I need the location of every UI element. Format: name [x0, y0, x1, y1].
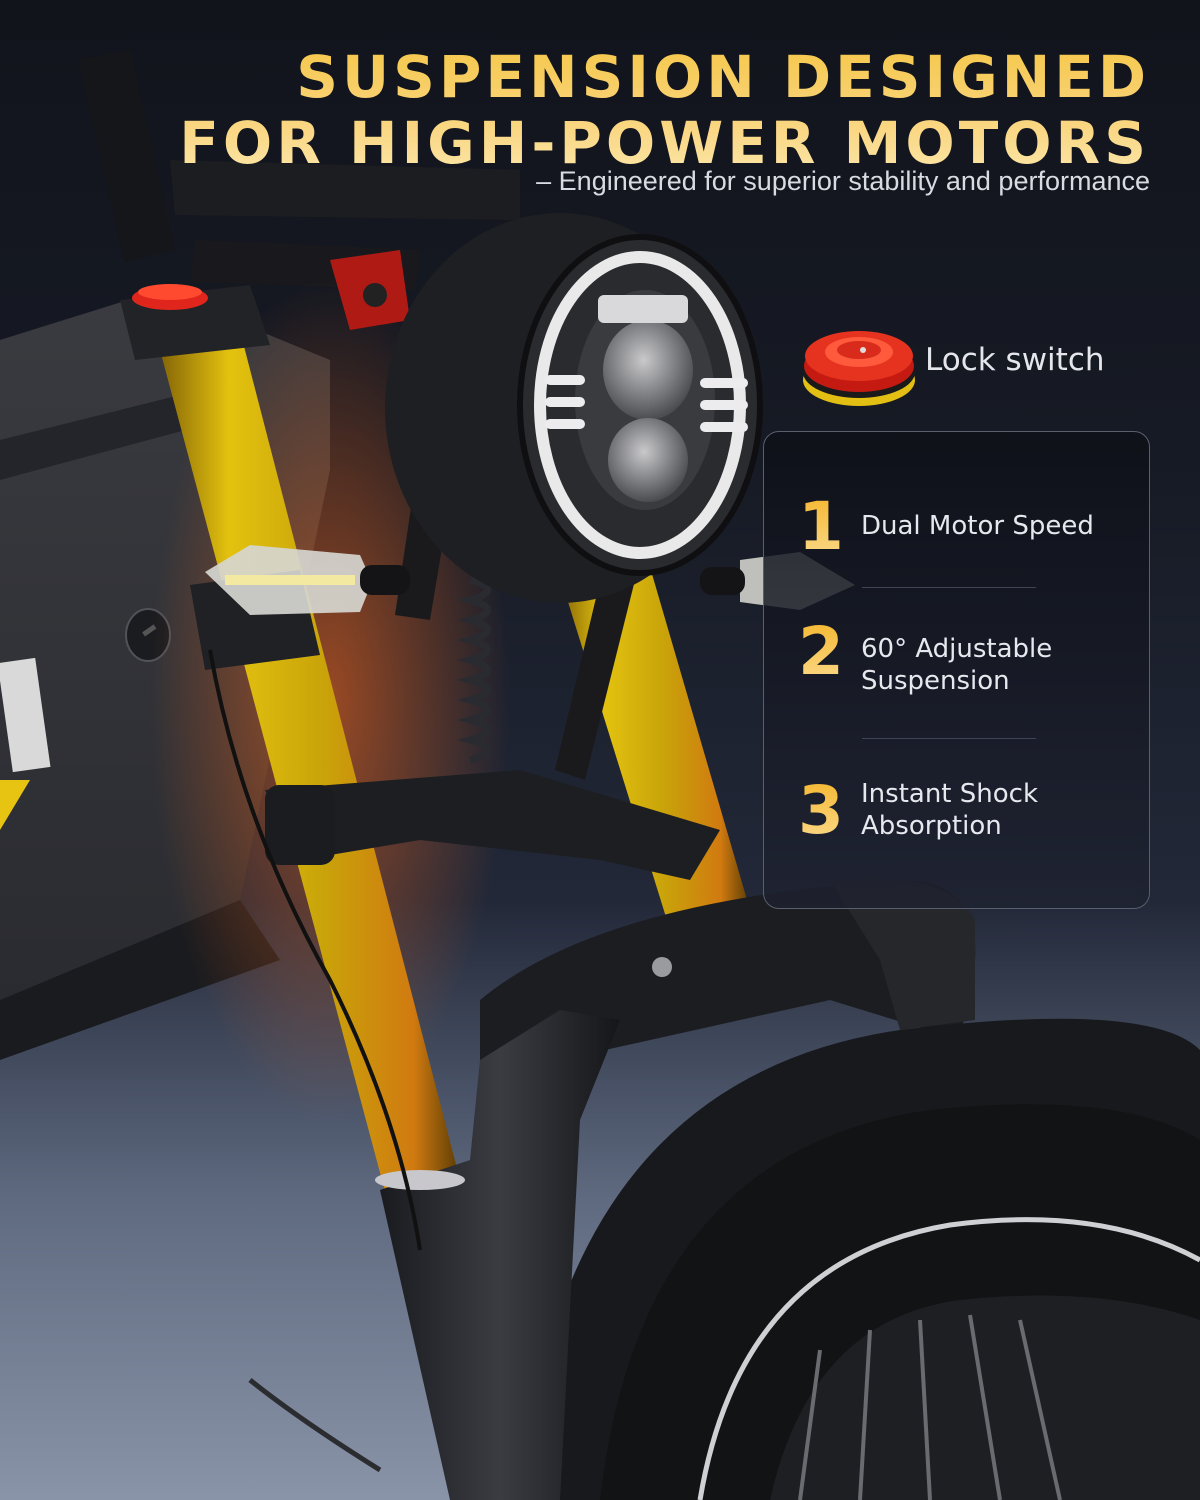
feature-line-1: 60° Adjustable: [861, 634, 1053, 664]
divider: [862, 587, 1036, 588]
headline-line-1: SUSPENSION DESIGNED: [296, 43, 1150, 111]
feature-line-1: Instant Shock: [861, 779, 1038, 809]
feature-line-1: Dual Motor Speed: [861, 511, 1094, 541]
lock-switch-label: Lock switch: [925, 342, 1105, 378]
feature-text: Instant Shock Absorption: [861, 778, 1038, 842]
headline: SUSPENSION DESIGNED FOR HIGH-POWER MOTOR…: [179, 44, 1150, 176]
feature-line-2: Absorption: [861, 811, 1002, 841]
lock-switch-knob-icon: [803, 331, 915, 406]
feature-text: Dual Motor Speed: [861, 510, 1094, 542]
headline-subtitle: – Engineered for superior stability and …: [536, 166, 1150, 196]
divider: [862, 738, 1036, 739]
feature-number: 1: [798, 488, 844, 565]
feature-text: 60° Adjustable Suspension: [861, 633, 1052, 697]
feature-number: 2: [798, 613, 844, 690]
feature-line-2: Suspension: [861, 666, 1010, 696]
feature-number: 3: [798, 772, 844, 849]
lock-switch-callout: Lock switch: [800, 322, 1200, 412]
features-card: 1 Dual Motor Speed 2 60° Adjustable Susp…: [763, 431, 1150, 909]
